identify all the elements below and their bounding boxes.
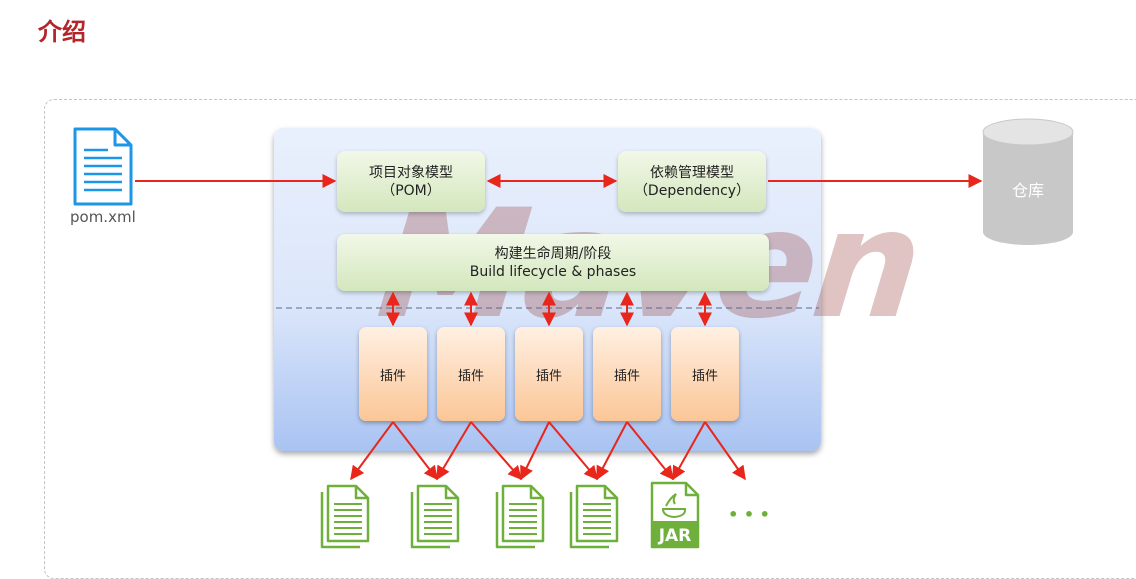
plugin-label: 插件 xyxy=(379,368,406,384)
plugin-box: 插件 xyxy=(359,327,427,421)
plugin-box: 插件 xyxy=(437,327,505,421)
plugin-label: 插件 xyxy=(613,368,640,384)
page-title: 介绍 xyxy=(38,18,86,46)
build-lifecycle-box: 构建生命周期/阶段 Build lifecycle & phases xyxy=(337,234,769,291)
build-lifecycle-subtitle: Build lifecycle & phases xyxy=(469,263,637,280)
repository-label: 仓库 xyxy=(1011,181,1044,200)
plugin-label: 插件 xyxy=(457,368,484,384)
project-object-model-title: 项目对象模型 xyxy=(369,164,453,181)
plugin-box: 插件 xyxy=(671,327,739,421)
build-lifecycle-title: 构建生命周期/阶段 xyxy=(494,245,612,262)
dependency-model-title: 依赖管理模型 xyxy=(650,164,734,181)
plugin-box: 插件 xyxy=(593,327,661,421)
dependency-model-box: 依赖管理模型 （Dependency） xyxy=(618,151,766,212)
plugin-label: 插件 xyxy=(691,368,718,384)
project-object-model-subtitle: （POM） xyxy=(381,182,441,199)
project-object-model-box: 项目对象模型 （POM） xyxy=(337,151,485,212)
plugin-label: 插件 xyxy=(535,368,562,384)
dependency-model-subtitle: （Dependency） xyxy=(633,182,751,199)
pom-file-label: pom.xml xyxy=(70,208,136,226)
plugin-box: 插件 xyxy=(515,327,583,421)
